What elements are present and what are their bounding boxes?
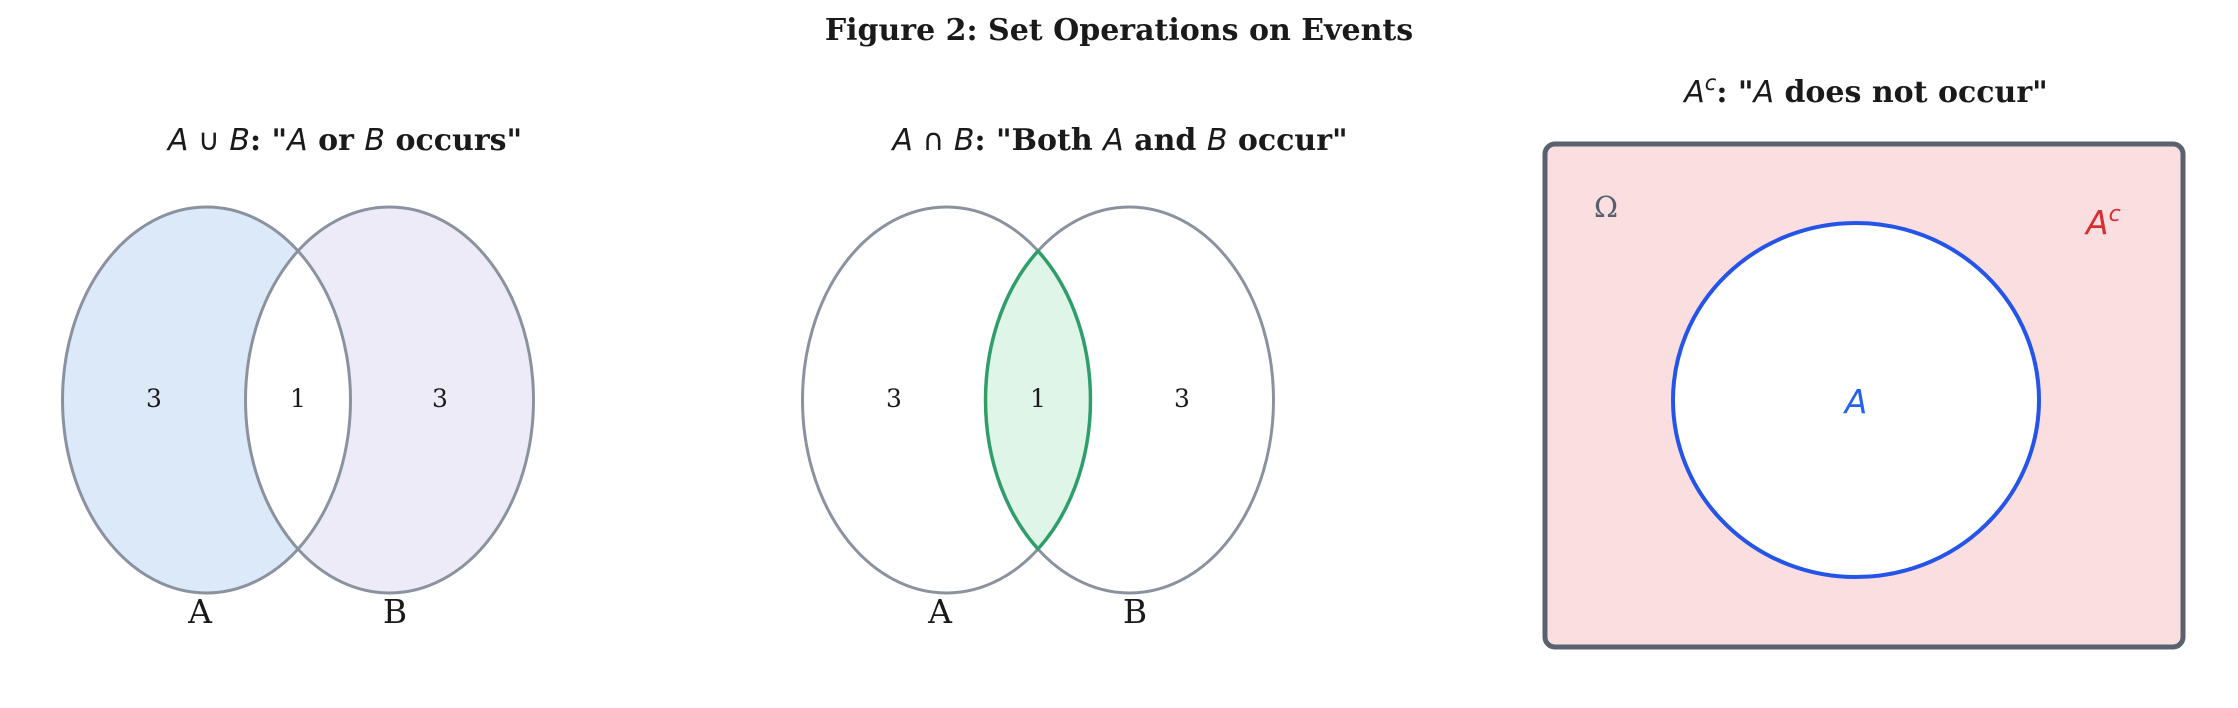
title-segment: A (1682, 75, 1705, 110)
title-segment: Both (1012, 123, 1103, 158)
title-segment: does not occur" (1774, 75, 2048, 110)
complement-base: A (2084, 203, 2109, 242)
figure-title: Figure 2: Set Operations on Events (825, 13, 1413, 48)
panel-intersection: A ∩ B: "Both A and B occur" 3 1 3 A B (801, 123, 1348, 631)
title-segment: occur" (1227, 123, 1347, 158)
set-b-label: B (1123, 592, 1147, 631)
title-segment: B (1207, 123, 1228, 158)
panel-union-title: A ∪ B: "A or B occurs" (166, 123, 522, 158)
count-intersection: 1 (290, 384, 306, 413)
set-b-label: B (383, 592, 407, 631)
count-a-only: 3 (146, 384, 162, 413)
omega-label: Ω (1594, 190, 1618, 224)
title-segment: or (308, 123, 365, 158)
title-segment: and (1124, 123, 1207, 158)
count-intersection: 1 (1030, 384, 1046, 413)
title-segment: B (364, 123, 385, 158)
intersection-cutout (245, 251, 351, 549)
title-segment: A (890, 123, 913, 158)
count-a-only: 3 (886, 384, 902, 413)
title-segment: A (285, 123, 308, 158)
panel-complement: Ac: "A does not occur" Ω Ac A (1542, 71, 2186, 650)
title-segment: A (166, 123, 189, 158)
complement-superscript: c (1705, 71, 1717, 95)
event-a-circle (1671, 221, 2041, 579)
event-a-label: A (1843, 382, 1868, 421)
title-segment: B (954, 123, 975, 158)
title-segment: : " (1716, 75, 1753, 110)
panel-complement-title: Ac: "A does not occur" (1682, 71, 2048, 110)
title-segment: : " (975, 123, 1012, 158)
title-segment: A (1101, 123, 1124, 158)
title-segment: occurs" (385, 123, 522, 158)
union-operator: ∪ (188, 123, 229, 158)
panel-intersection-title: A ∩ B: "Both A and B occur" (890, 123, 1347, 158)
count-b-only: 3 (1174, 384, 1190, 413)
complement-sup: c (2109, 202, 2121, 227)
set-a-label: A (187, 592, 213, 631)
panel-union: A ∪ B: "A or B occurs" 3 1 3 A B (61, 123, 535, 631)
title-segment: B (229, 123, 250, 158)
count-b-only: 3 (432, 384, 448, 413)
complement-region-label: Ac (2084, 202, 2121, 242)
intersection-operator: ∩ (913, 123, 954, 158)
set-a-label: A (927, 592, 953, 631)
title-segment: A (1751, 75, 1774, 110)
intersection-lens (983, 249, 1093, 551)
circle-a-outline (61, 205, 352, 595)
title-segment: : " (250, 123, 287, 158)
circle-b-outline (244, 205, 535, 595)
